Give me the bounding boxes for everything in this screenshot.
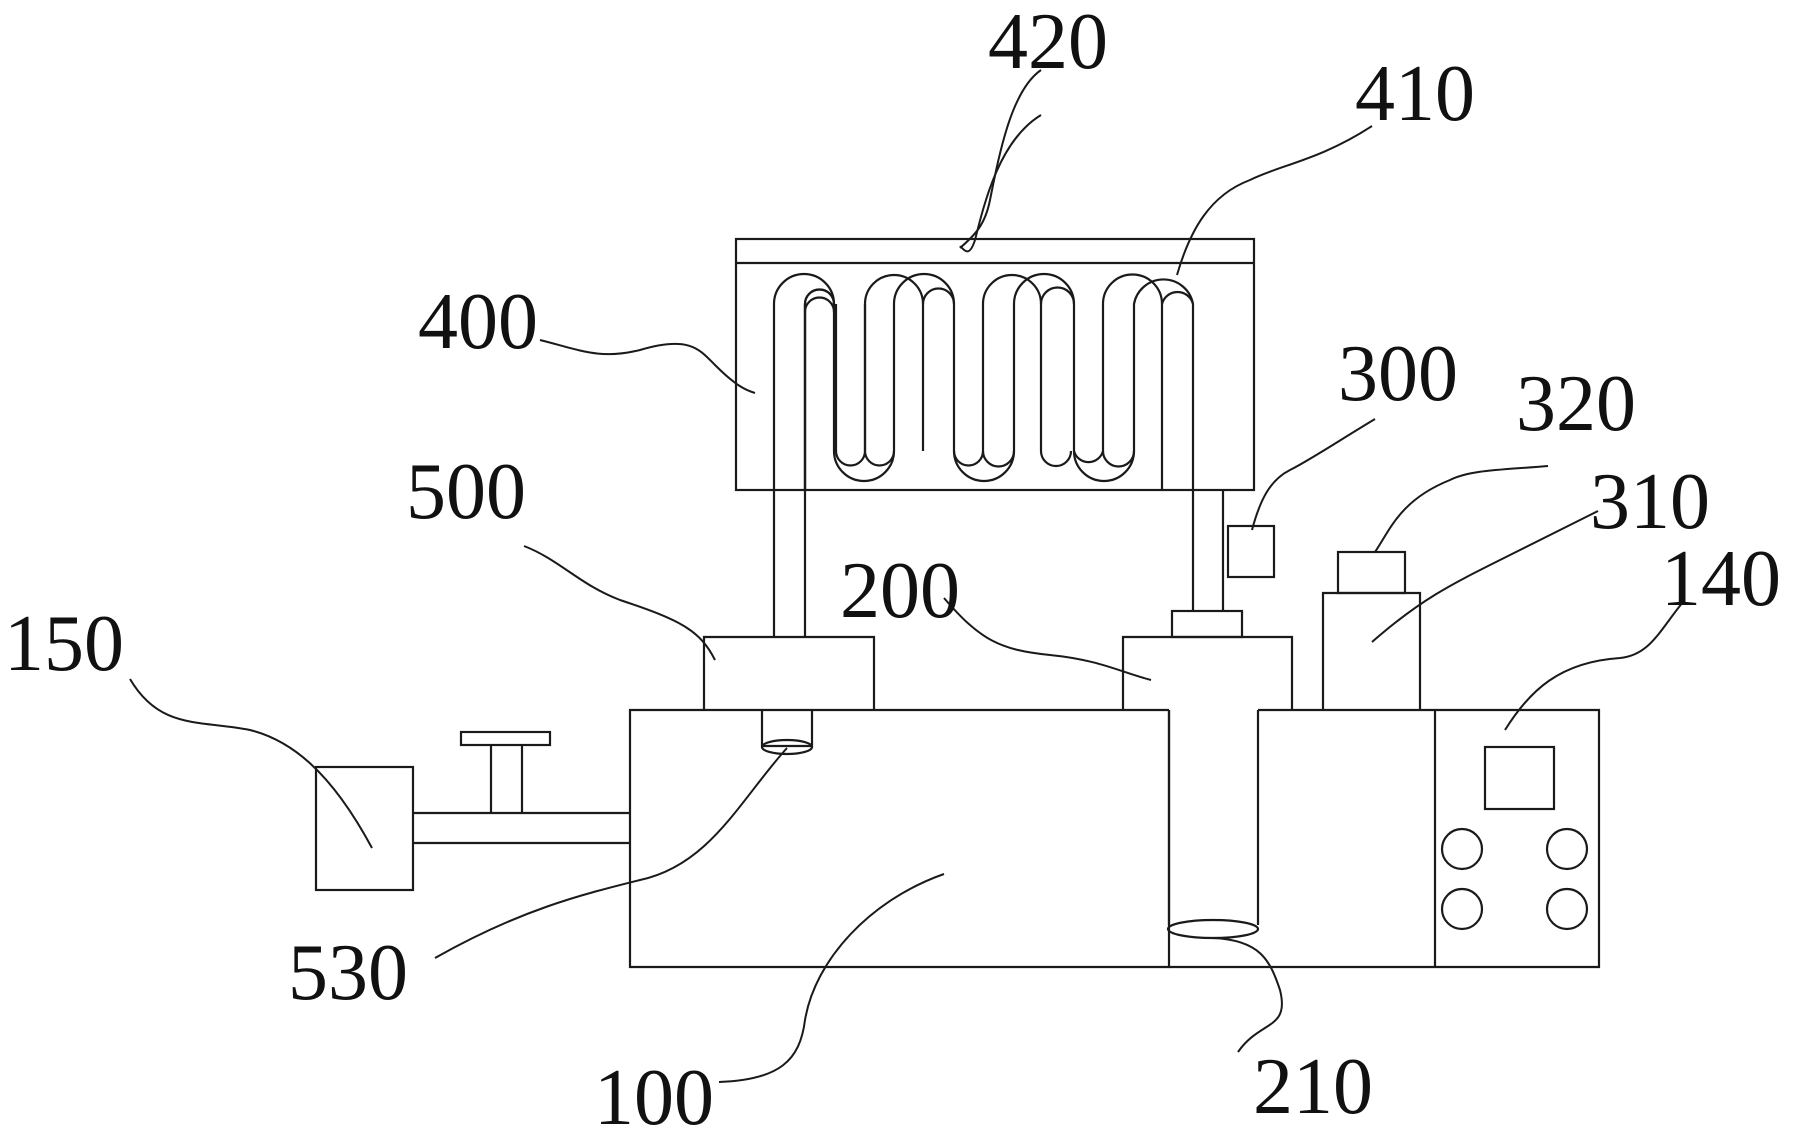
control-panel-140 — [1440, 745, 1589, 931]
coil-410 — [772, 272, 1195, 490]
label-400: 400 — [418, 278, 538, 366]
tube-210 — [1166, 710, 1260, 940]
knob-icon — [1440, 887, 1484, 931]
condenser-box-400 — [734, 237, 1256, 492]
pipe-left — [772, 490, 807, 637]
label-210: 210 — [1253, 1043, 1373, 1131]
knob-icon — [1440, 827, 1484, 871]
label-410: 410 — [1355, 50, 1475, 138]
unit-310 — [1321, 550, 1422, 710]
leader-lines — [129, 69, 1684, 1083]
box-200 — [1121, 609, 1294, 710]
label-500: 500 — [406, 448, 526, 536]
label-310: 310 — [1590, 458, 1710, 546]
pipe-right — [1191, 490, 1225, 611]
knob-icon — [1545, 827, 1589, 871]
label-530: 530 — [288, 929, 408, 1017]
label-420: 420 — [988, 0, 1108, 86]
label-320: 320 — [1516, 360, 1636, 448]
box-500 — [702, 635, 876, 756]
display-screen-icon — [1483, 745, 1556, 811]
outlet-530 — [760, 738, 814, 756]
label-140: 140 — [1661, 535, 1781, 623]
inlet-150 — [314, 765, 630, 892]
label-150: 150 — [4, 600, 124, 688]
sensor-300 — [1226, 524, 1276, 579]
label-100: 100 — [594, 1054, 714, 1141]
tank-right-section — [1169, 708, 1601, 969]
reference-labels: 420 410 400 300 320 310 140 500 200 150 … — [4, 0, 1781, 1141]
knob-icon — [1545, 887, 1589, 931]
label-300: 300 — [1338, 330, 1458, 418]
cap-320 — [1336, 550, 1407, 595]
valve-handle — [459, 730, 552, 813]
label-200: 200 — [840, 547, 960, 635]
